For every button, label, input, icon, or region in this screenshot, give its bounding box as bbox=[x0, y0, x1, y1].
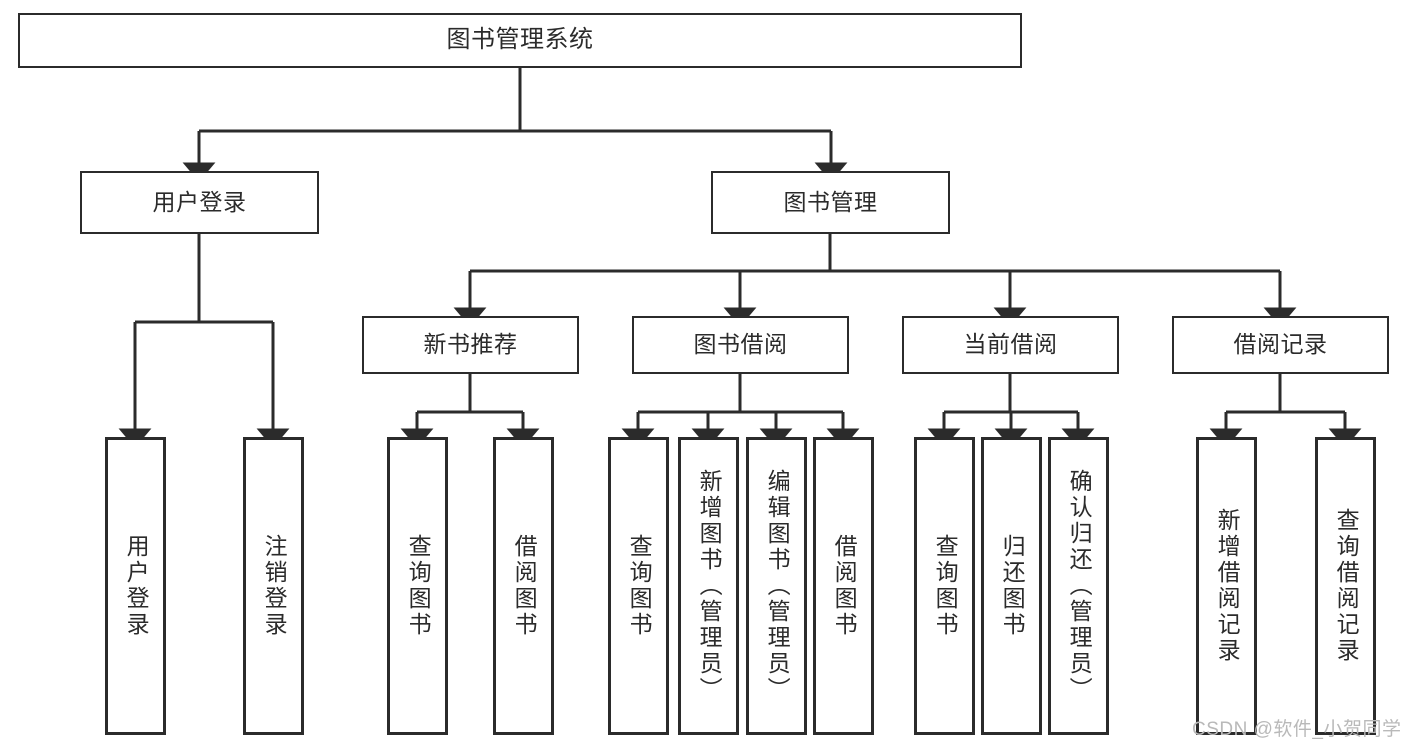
node-leaf-edit-book-label: 编辑图书（管理员） bbox=[764, 469, 791, 703]
node-leaf-user-login[interactable]: 用户登录 bbox=[105, 437, 166, 735]
node-leaf-add-record-label: 新增借阅记录 bbox=[1214, 508, 1241, 664]
node-borrow-record[interactable]: 借阅记录 bbox=[1172, 316, 1389, 374]
node-root[interactable]: 图书管理系统 bbox=[18, 13, 1022, 68]
node-leaf-query-book-1[interactable]: 查询图书 bbox=[387, 437, 448, 735]
node-book-borrow-label: 图书借阅 bbox=[693, 331, 788, 358]
node-user-login-label: 用户登录 bbox=[152, 188, 247, 215]
node-user-login[interactable]: 用户登录 bbox=[80, 171, 319, 234]
node-leaf-query-book-3[interactable]: 查询图书 bbox=[914, 437, 975, 735]
node-leaf-add-book[interactable]: 新增图书（管理员） bbox=[678, 437, 739, 735]
csdn-watermark: CSDN @软件_小贺同学 bbox=[1192, 719, 1402, 740]
node-leaf-confirm-return[interactable]: 确认归还（管理员） bbox=[1048, 437, 1109, 735]
node-leaf-borrow-book-1-label: 借阅图书 bbox=[511, 534, 538, 638]
node-leaf-query-book-1-label: 查询图书 bbox=[405, 534, 432, 638]
node-borrow-record-label: 借阅记录 bbox=[1233, 331, 1328, 358]
node-leaf-add-book-label: 新增图书（管理员） bbox=[696, 469, 723, 703]
node-new-book-rec[interactable]: 新书推荐 bbox=[362, 316, 579, 374]
node-leaf-user-login-label: 用户登录 bbox=[123, 534, 150, 638]
node-leaf-return-book-label: 归还图书 bbox=[999, 534, 1026, 638]
node-leaf-edit-book[interactable]: 编辑图书（管理员） bbox=[746, 437, 807, 735]
node-leaf-borrow-book-2-label: 借阅图书 bbox=[831, 534, 858, 638]
node-new-book-rec-label: 新书推荐 bbox=[423, 331, 518, 358]
node-leaf-query-book-3-label: 查询图书 bbox=[932, 534, 959, 638]
node-book-manage-label: 图书管理 bbox=[783, 188, 878, 215]
node-leaf-user-logout[interactable]: 注销登录 bbox=[243, 437, 304, 735]
node-book-borrow[interactable]: 图书借阅 bbox=[632, 316, 849, 374]
node-leaf-query-record[interactable]: 查询借阅记录 bbox=[1315, 437, 1376, 735]
node-leaf-confirm-return-label: 确认归还（管理员） bbox=[1066, 469, 1093, 703]
node-leaf-return-book[interactable]: 归还图书 bbox=[981, 437, 1042, 735]
node-leaf-query-book-2[interactable]: 查询图书 bbox=[608, 437, 669, 735]
node-root-label: 图书管理系统 bbox=[446, 26, 594, 54]
node-leaf-add-record[interactable]: 新增借阅记录 bbox=[1196, 437, 1257, 735]
node-leaf-query-book-2-label: 查询图书 bbox=[626, 534, 653, 638]
node-book-manage[interactable]: 图书管理 bbox=[711, 171, 950, 234]
node-current-borrow-label: 当前借阅 bbox=[963, 331, 1058, 358]
node-leaf-borrow-book-2[interactable]: 借阅图书 bbox=[813, 437, 874, 735]
node-leaf-borrow-book-1[interactable]: 借阅图书 bbox=[493, 437, 554, 735]
node-leaf-user-logout-label: 注销登录 bbox=[261, 534, 288, 638]
node-current-borrow[interactable]: 当前借阅 bbox=[902, 316, 1119, 374]
node-leaf-query-record-label: 查询借阅记录 bbox=[1333, 508, 1360, 664]
